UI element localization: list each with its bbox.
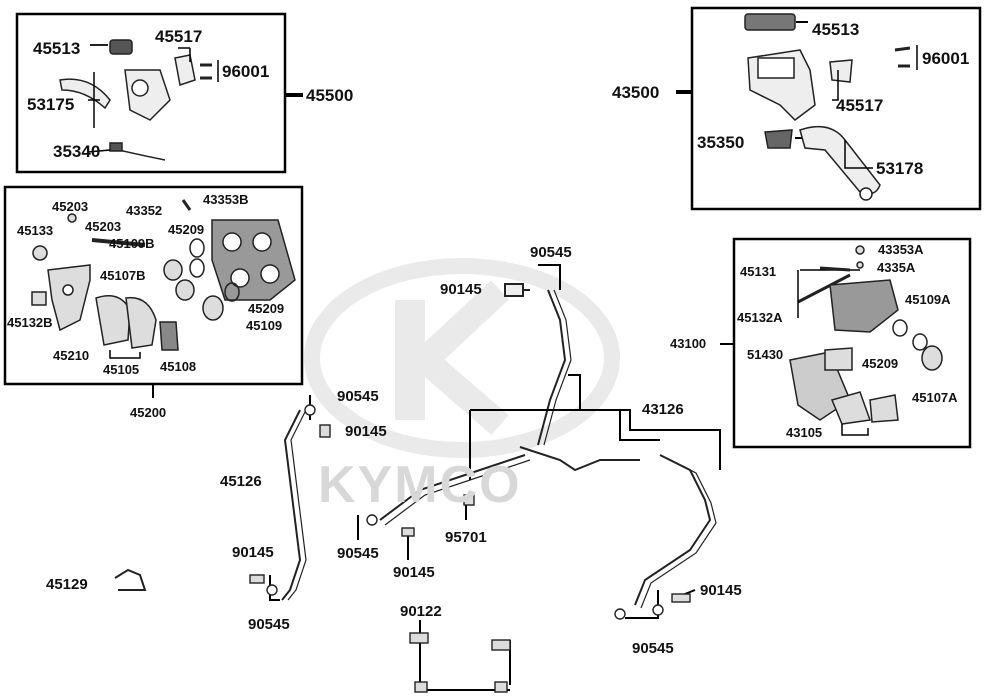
part-label-fc-45203b: 45203 <box>85 219 122 234</box>
callout-lines <box>269 264 721 691</box>
part-label-front-90545: 90545 <box>337 388 379 405</box>
assembly-label-43500: 43500 <box>612 83 660 102</box>
part-label-fc-45109B: 45109B <box>109 236 155 251</box>
front-master-cylinder-parts <box>59 39 219 161</box>
kymco-watermark-logo <box>304 258 620 458</box>
part-label-rc-43105: 43105 <box>786 425 823 440</box>
part-label-front-53175: 53175 <box>27 95 75 114</box>
part-label-fc-45210: 45210 <box>53 348 90 363</box>
part-label-43126: 43126 <box>642 401 684 418</box>
rear-master-cylinder-box <box>690 6 982 211</box>
part-label-mid-90545: 90545 <box>337 545 379 562</box>
part-label-fc-45105: 45105 <box>103 362 140 377</box>
part-label-front-45517: 45517 <box>155 27 203 46</box>
part-label-fc-43352: 43352 <box>126 203 163 218</box>
part-label-fc-45109: 45109 <box>246 318 283 333</box>
part-label-45126: 45126 <box>220 473 262 490</box>
watermark-text: KYMCO <box>318 456 522 514</box>
part-label-fc-45203a: 45203 <box>52 199 89 214</box>
assembly-label-43100: 43100 <box>670 336 707 351</box>
part-label-rear-90145: 90145 <box>700 582 742 599</box>
front-caliper-parts <box>31 199 296 359</box>
part-label-rc-45132A: 45132A <box>737 310 783 325</box>
part-label-rear-90545: 90545 <box>632 640 674 657</box>
part-label-rear-53178: 53178 <box>876 159 924 178</box>
part-label-rear-45513: 45513 <box>812 20 860 39</box>
part-label-rear-35350: 35350 <box>697 133 745 152</box>
part-label-90122: 90122 <box>400 603 442 620</box>
part-label-rear-45517: 45517 <box>836 96 884 115</box>
part-label-upper-90145: 90145 <box>440 281 482 298</box>
part-label-front-lower-90545: 90545 <box>248 616 290 633</box>
part-label-fc-45133: 45133 <box>17 223 54 238</box>
rear-master-cylinder-parts <box>744 13 918 201</box>
part-label-front-45513: 45513 <box>33 39 81 58</box>
part-label-95701: 95701 <box>445 529 487 546</box>
part-label-45129: 45129 <box>46 576 88 593</box>
part-label-fc-45209b: 45209 <box>248 301 285 316</box>
part-label-fc-45107B: 45107B <box>100 268 146 283</box>
part-label-fc-45209a: 45209 <box>168 222 205 237</box>
assembly-label-45200: 45200 <box>130 405 167 420</box>
part-label-rc-43353A: 43353A <box>878 242 924 257</box>
part-label-fc-43353B: 43353B <box>203 192 249 207</box>
rear-caliper-parts <box>789 245 943 436</box>
part-label-front-90145: 90145 <box>345 423 387 440</box>
part-label-rc-45209: 45209 <box>862 356 899 371</box>
part-label-fc-45108: 45108 <box>160 359 197 374</box>
part-label-mid-90145: 90145 <box>393 564 435 581</box>
part-label-front-lower-90145: 90145 <box>232 544 274 561</box>
brake-hoses <box>114 283 717 609</box>
part-label-rear-96001: 96001 <box>922 49 970 68</box>
part-label-rc-51430: 51430 <box>747 347 784 362</box>
part-label-rc-4335A: 4335A <box>877 260 916 275</box>
part-label-rc-45109A: 45109A <box>905 292 951 307</box>
part-label-fc-45132B: 45132B <box>7 315 53 330</box>
part-label-rc-45107A: 45107A <box>912 390 958 405</box>
part-label-upper-90545: 90545 <box>530 244 572 261</box>
hardware-bolts <box>249 404 691 693</box>
part-label-rc-45131: 45131 <box>740 264 777 279</box>
part-label-front-35340: 35340 <box>53 142 101 161</box>
part-label-front-96001: 96001 <box>222 62 270 81</box>
assembly-label-45500: 45500 <box>306 86 354 105</box>
